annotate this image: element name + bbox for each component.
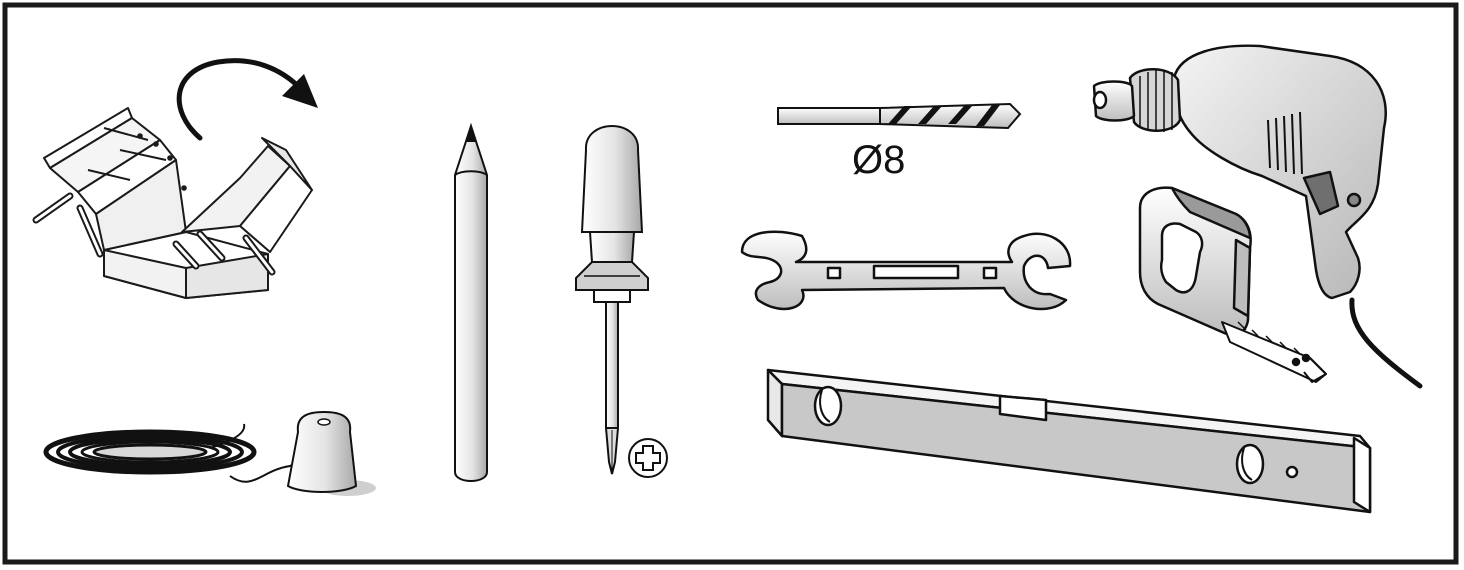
- open-arrow-icon: [176, 58, 318, 141]
- screwdriver-icon: [575, 125, 649, 475]
- tape-measure-icon: [1138, 186, 1327, 383]
- drill-bit-icon: [777, 102, 1022, 130]
- phillips-head-icon: [628, 438, 668, 478]
- wrench-icon: [740, 230, 1072, 311]
- pencil-icon: [454, 122, 488, 482]
- plumb-bob-icon: [43, 410, 376, 496]
- spirit-level-icon: [766, 368, 1372, 514]
- drill-bit-size-label: Ø8: [852, 138, 906, 182]
- toolbox-icon: [32, 107, 313, 299]
- electric-drill-icon: [1092, 44, 1423, 389]
